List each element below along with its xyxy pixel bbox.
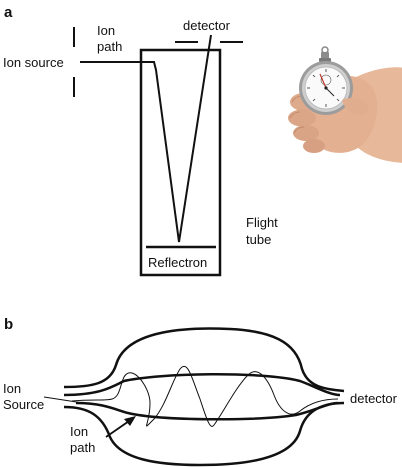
flight-tube-label: Flight tube — [246, 214, 278, 248]
ion-source-label-b-line2: Source — [3, 397, 45, 412]
ion-path-label-b-line1: Ion — [70, 424, 89, 439]
detector-label-b: detector — [350, 391, 397, 406]
ion-path-label-a-line1: Ion — [97, 23, 116, 38]
ion-path-b — [71, 366, 339, 427]
ion-path-label-b: Ion path — [70, 424, 95, 456]
hand-stopwatch-icon — [288, 46, 402, 163]
ion-path-label-b-line2: path — [70, 440, 96, 455]
ion-source-label-a: Ion source — [3, 55, 64, 70]
panel-b-diagram — [43, 327, 345, 467]
detector-label-a: detector — [183, 18, 230, 33]
reflectron-label: Reflectron — [148, 255, 208, 270]
flight-tube — [139, 48, 222, 277]
panel-a-letter: a — [4, 4, 13, 21]
flight-tube-label-line2: tube — [246, 232, 272, 247]
inner-wall-bottom — [75, 401, 339, 421]
inner-wall-top — [63, 373, 341, 397]
panel-b-letter: b — [4, 316, 14, 333]
outer-vessel — [63, 327, 345, 467]
ion-source-label-b: Ion Source — [3, 381, 44, 413]
ion-source-pointer — [43, 396, 97, 406]
ion-source-label-b-line1: Ion — [3, 381, 22, 396]
ion-path-arrowhead — [124, 416, 136, 426]
ion-path-label-a: Ion path — [97, 23, 122, 55]
ion-path-label-a-line2: path — [97, 39, 123, 54]
flight-tube-label-line1: Flight — [246, 215, 278, 230]
ion-path-a — [80, 34, 212, 243]
panel-a-diagram — [73, 27, 243, 277]
